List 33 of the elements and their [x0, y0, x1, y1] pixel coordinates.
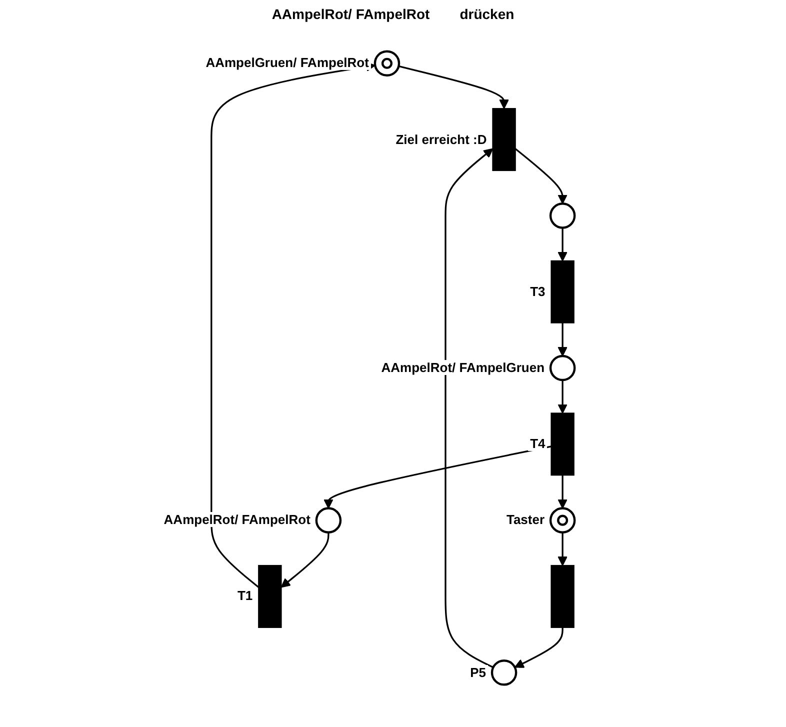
node-circle [549, 507, 576, 534]
arrow [398, 65, 509, 110]
node-bar [550, 564, 574, 628]
node-circle [490, 659, 518, 686]
arrow [558, 532, 568, 566]
place-label: AAmpelRot/ FAmpelRot [272, 6, 430, 22]
arrow [514, 148, 568, 204]
node-label: Ziel erreicht :D [394, 132, 489, 147]
node-circle [549, 202, 576, 229]
arrow [324, 446, 552, 509]
arrow [280, 532, 330, 588]
arrow [444, 148, 494, 668]
place-label: drücken [460, 6, 514, 22]
node-bar [258, 564, 282, 628]
arrow [558, 475, 568, 509]
arrow [558, 228, 568, 262]
node-circle [549, 354, 576, 382]
node-circle [315, 507, 342, 534]
node-label: AAmpelRot/ FAmpelRot [162, 512, 312, 528]
arrow [558, 380, 568, 414]
node-label: T3 [528, 284, 548, 299]
node-circle [374, 50, 400, 77]
node-label: P5 [468, 664, 488, 680]
node-label: AAmpelGruen/ FAmpelRot [204, 55, 371, 70]
node-label: T4 [528, 436, 548, 452]
node-bar [550, 412, 574, 476]
arrow [210, 62, 376, 588]
node-label: AAmpelRot/ FAmpelGruen [379, 360, 547, 375]
node-bar [492, 108, 516, 172]
arrow [558, 322, 568, 356]
node-bar [550, 260, 574, 324]
node-label: Taster [504, 512, 547, 528]
arrow [514, 627, 564, 668]
